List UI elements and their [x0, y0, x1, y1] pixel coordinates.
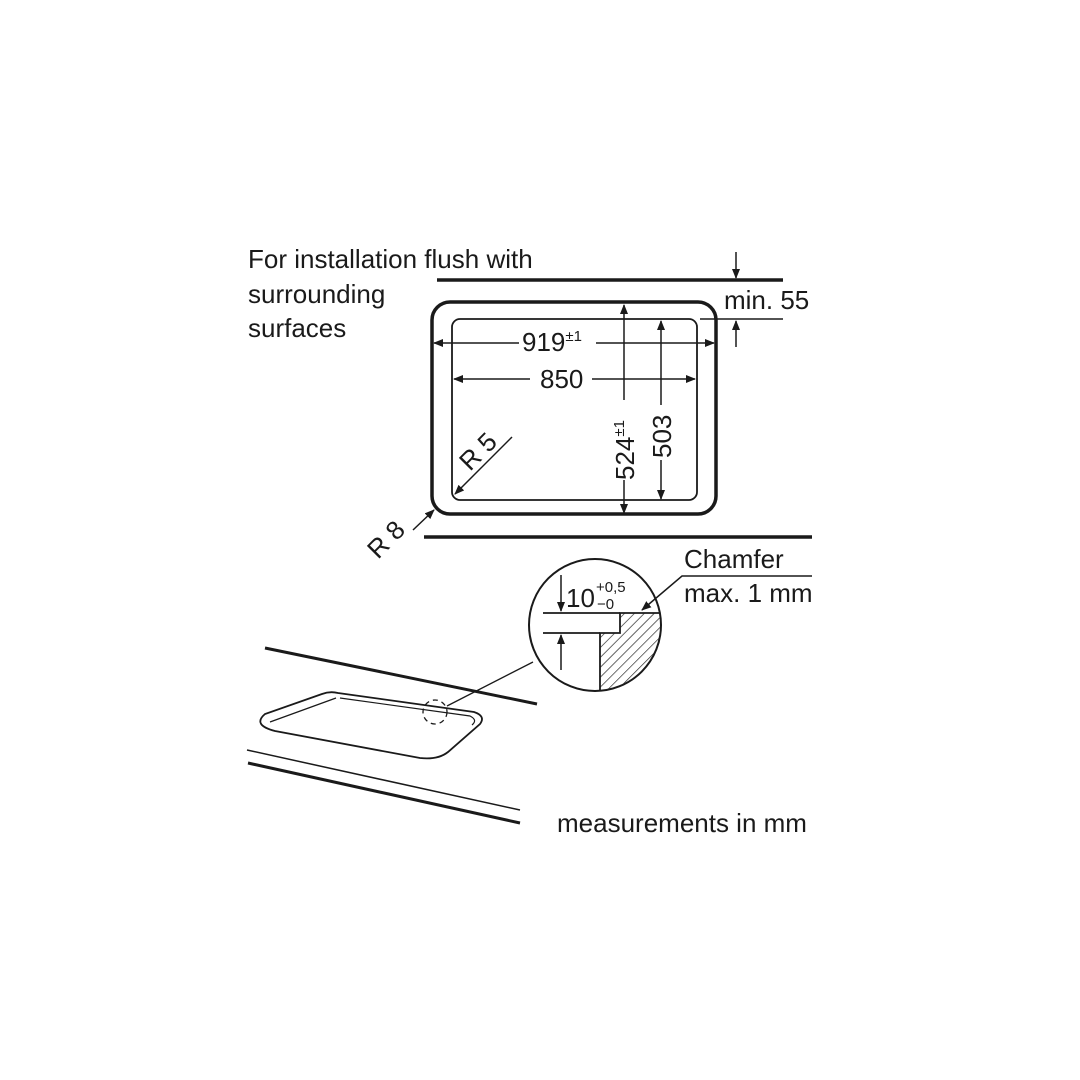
depth-detail-label: 10	[566, 583, 595, 613]
depth-tol-minus: −0	[597, 596, 614, 613]
min-distance-label: min. 55	[724, 285, 809, 315]
inner-cutout	[451, 318, 698, 501]
note-line-1: For installation flush with	[248, 244, 533, 274]
chamfer-label: Chamfer	[684, 544, 784, 574]
depth-tol-plus: +0,5	[596, 579, 626, 596]
perspective-view	[246, 646, 538, 825]
radius-inner-label: R 5	[453, 426, 503, 476]
note-line-2: surrounding	[248, 279, 385, 309]
outer-cutout	[430, 300, 718, 516]
depth-outer-label: 524±1	[610, 420, 640, 480]
radius-outer-label: R 8	[361, 514, 411, 564]
width-inner-label: 850	[540, 364, 583, 394]
width-outer-label: 919±1	[522, 327, 582, 357]
chamfer-value: max. 1 mm	[684, 578, 813, 608]
units-note: measurements in mm	[557, 808, 807, 838]
detail-circle	[528, 558, 662, 692]
depth-inner-label: 503	[647, 415, 677, 458]
note-line-3: surfaces	[248, 313, 346, 343]
